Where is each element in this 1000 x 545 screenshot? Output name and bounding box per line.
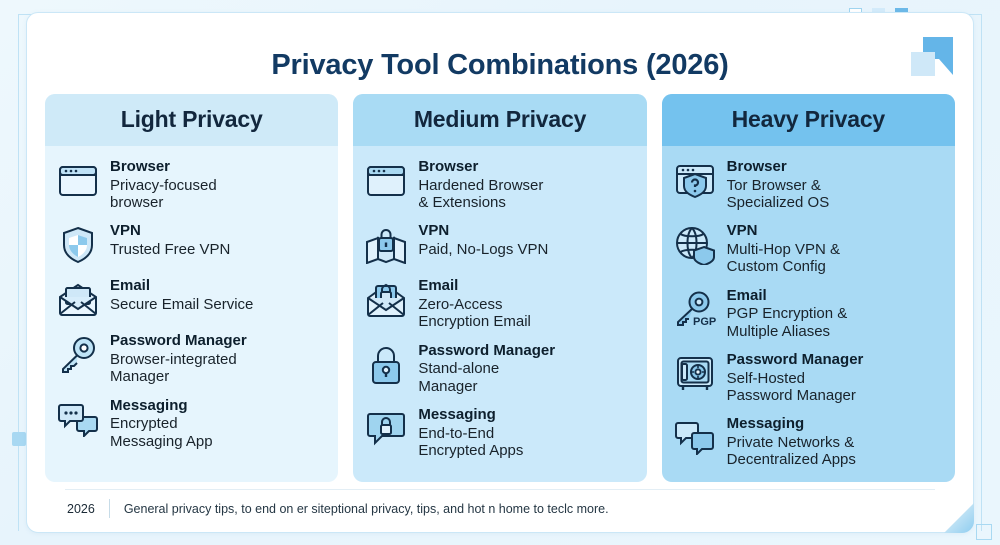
list-item[interactable]: Password Manager Browser-integrated Mana… [55, 332, 324, 385]
list-item-desc: Zero-Access Encryption Email [418, 296, 531, 331]
list-item[interactable]: PGP Email PGP Encryption & Multiple Alia… [672, 287, 941, 340]
list-item[interactable]: Password Manager Stand-alone Manager [363, 342, 632, 395]
safe-vault-icon [672, 351, 718, 395]
chat-bubbles-icon [672, 415, 718, 459]
footer-note: General privacy tips, to end on er sitep… [123, 501, 609, 516]
svg-text:PGP: PGP [693, 316, 716, 328]
list-item-desc: End-to-End Encrypted Apps [418, 424, 524, 459]
list-item[interactable]: Password Manager Self-Hosted Password Ma… [672, 351, 941, 404]
privacy-columns: Light Privacy Browser [45, 94, 955, 483]
list-item[interactable]: Email Zero-Access Encryption Email [363, 277, 632, 330]
list-item-title: Browser [726, 158, 787, 175]
list-item-text: Email Zero-Access Encryption Email [418, 277, 531, 330]
list-item-desc: Hardened Browser & Extensions [418, 176, 544, 212]
key-icon [55, 332, 101, 376]
column-body-light: Browser Privacy-focused browser [45, 146, 338, 482]
list-item-text: Email Secure Email Service [110, 277, 253, 313]
list-item-desc: Browser-integrated Manager [110, 351, 237, 386]
list-item-text: Password Manager Stand-alone Manager [418, 342, 555, 395]
list-item-text: Browser Hardened Browser & Extensions [418, 158, 543, 211]
list-item-title: VPN [726, 222, 758, 240]
decorative-square-left [12, 432, 26, 446]
globe-shield-icon [672, 222, 718, 266]
list-item-text: VPN Multi-Hop VPN & Custom Config [727, 222, 840, 275]
list-item-title: Email [418, 277, 459, 295]
list-item[interactable]: Messaging Private Networks & Decentraliz… [672, 415, 941, 468]
chat-bubbles-icon [55, 397, 101, 441]
list-item[interactable]: VPN Multi-Hop VPN & Custom Config [672, 222, 941, 275]
list-item-text: Browser Tor Browser & Specialized OS [727, 158, 830, 211]
open-envelope-icon [55, 277, 101, 321]
list-item[interactable]: Messaging Encrypted Messaging App [55, 397, 324, 450]
list-item[interactable]: Browser Tor Browser & Specialized OS [672, 158, 941, 211]
column-header-heavy: Heavy Privacy [661, 94, 955, 146]
list-item-title: Messaging [110, 396, 188, 414]
browser-shield-question-icon [672, 158, 718, 202]
list-item-title: Email [110, 277, 151, 295]
list-item-text: Password Manager Browser-integrated Mana… [110, 332, 247, 385]
list-item[interactable]: Browser Hardened Browser & Extensions [363, 158, 632, 211]
list-item-desc: Multi-Hop VPN & Custom Config [726, 241, 841, 276]
page-title: Privacy Tool Combinations (2026) [271, 49, 729, 81]
list-item-desc: Self-Hosted Password Manager [726, 369, 856, 404]
list-item-title: Password Manager [110, 332, 247, 350]
list-item[interactable]: Email Secure Email Service [55, 277, 324, 321]
list-item-title: Password Manager [418, 341, 556, 359]
list-item-text: Messaging Encrypted Messaging App [110, 397, 213, 450]
list-item[interactable]: Browser Privacy-focused browser [55, 158, 324, 211]
list-item[interactable]: VPN Trusted Free VPN [55, 222, 324, 266]
list-item-text: Browser Privacy-focused browser [110, 158, 217, 211]
column-header-light: Light Privacy [45, 94, 339, 146]
footer-divider [108, 499, 110, 518]
browser-window-icon [55, 158, 101, 202]
column-light-privacy[interactable]: Light Privacy Browser [45, 94, 339, 483]
list-item[interactable]: VPN Paid, No-Logs VPN [363, 222, 632, 266]
list-item-title: VPN [110, 222, 141, 240]
list-item-text: Password Manager Self-Hosted Password Ma… [727, 351, 864, 404]
list-item-desc: Paid, No-Logs VPN [418, 241, 549, 259]
column-body-medium: Browser Hardened Browser & Extensions [353, 146, 646, 482]
pgp-key-icon: PGP [672, 287, 718, 331]
footer-year: 2026 [67, 501, 95, 516]
list-item-desc: Encrypted Messaging App [110, 415, 213, 450]
list-item-title: Messaging [726, 415, 805, 433]
list-item-desc: Tor Browser & Specialized OS [726, 176, 830, 212]
shield-icon [55, 222, 101, 266]
vpn-lock-map-icon [363, 222, 409, 266]
locked-chat-icon [363, 406, 409, 450]
list-item-desc: PGP Encryption & Multiple Aliases [726, 305, 848, 340]
list-item-desc: Secure Email Service [110, 296, 254, 314]
list-item-text: VPN Trusted Free VPN [110, 222, 230, 258]
content-sheet: Privacy Tool Combinations (2026) Light P… [26, 12, 974, 533]
footer: 2026 General privacy tips, to end on er … [27, 499, 973, 518]
logo-mark-icon [909, 35, 955, 79]
locked-envelope-icon [363, 277, 409, 321]
column-header-medium: Medium Privacy [353, 94, 647, 146]
column-medium-privacy[interactable]: Medium Privacy Browser [353, 94, 647, 483]
list-item-title: Browser [110, 158, 171, 175]
list-item-desc: Stand-alone Manager [418, 360, 500, 395]
column-heavy-privacy[interactable]: Heavy Privacy [661, 94, 955, 483]
padlock-icon [363, 342, 409, 386]
list-item-text: Messaging Private Networks & Decentraliz… [727, 415, 856, 468]
list-item[interactable]: Messaging End-to-End Encrypted Apps [363, 406, 632, 459]
list-item-desc: Trusted Free VPN [110, 241, 231, 259]
list-item-title: Messaging [418, 405, 496, 423]
browser-window-icon [363, 158, 409, 202]
list-item-text: VPN Paid, No-Logs VPN [418, 222, 548, 258]
list-item-title: Email [726, 286, 767, 304]
list-item-desc: Private Networks & Decentralized Apps [726, 433, 856, 469]
list-item-title: Browser [418, 158, 479, 175]
frame-line-right [981, 14, 982, 531]
list-item-title: Password Manager [726, 350, 864, 368]
column-body-heavy: Browser Tor Browser & Specialized OS [662, 146, 955, 482]
list-item-desc: Privacy-focused browser [110, 176, 217, 212]
footer-rule [65, 489, 935, 490]
list-item-text: Messaging End-to-End Encrypted Apps [418, 406, 523, 459]
decorative-square-bottom-right [976, 524, 992, 540]
frame-line-left [18, 14, 19, 531]
list-item-text: Email PGP Encryption & Multiple Aliases [727, 287, 848, 340]
list-item-title: VPN [418, 222, 450, 240]
